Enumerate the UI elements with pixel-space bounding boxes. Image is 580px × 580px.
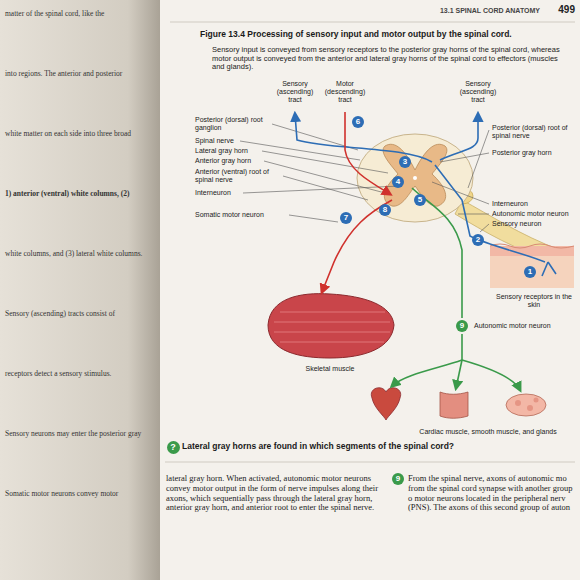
part-label: Sensory receptors in the skin	[494, 293, 574, 309]
callout-text: 4	[396, 178, 400, 186]
callout-text: 6	[356, 118, 360, 126]
left-page-text: Sensory (ascending) tracts consist of	[5, 310, 145, 319]
callout-text: 3	[403, 158, 407, 166]
part-label: Autonomic motor neuron	[492, 210, 576, 218]
part-label: Anterior gray horn	[195, 157, 275, 165]
callout-number: 9	[456, 320, 468, 332]
part-label: Interneuron	[195, 189, 275, 197]
part-label: Autonomic motor neuron	[474, 322, 574, 330]
callout-number: 9	[392, 473, 404, 485]
left-page-text: Somatic motor neurons convey motor	[5, 490, 145, 499]
left-page-text: 1) anterior (ventral) white columns, (2)	[5, 190, 145, 199]
part-label: Posterior gray horn	[492, 149, 574, 157]
callout-number: 3	[399, 156, 411, 168]
part-label: Posterior (dorsal) root of spinal nerve	[492, 124, 574, 140]
left-page-text: white columns, and (3) lateral white col…	[5, 250, 145, 259]
part-label: Anterior (ventral) root of spinal nerve	[195, 168, 281, 184]
part-label: Cardiac muscle, smooth muscle, and gland…	[400, 428, 576, 436]
callout-text: 2	[476, 236, 480, 244]
part-label: Lateral gray horn	[195, 147, 275, 155]
callout-text: 7	[344, 214, 348, 222]
figure-caption: Sensory input is conveyed from sensory r…	[212, 46, 572, 72]
figure-question: Lateral gray horns are found in which se…	[182, 442, 572, 452]
callout-number: 8	[379, 204, 391, 216]
callout-text: 5	[418, 196, 422, 204]
callout-text: 9	[396, 475, 400, 483]
left-page-text: into regions. The anterior and posterior	[5, 70, 145, 79]
left-page-text: white matter on each side into three bro…	[5, 130, 145, 139]
tract-label: Sensory (ascending) tract	[271, 80, 319, 104]
body-text: From the spinal nerve, axons of autonomi…	[408, 474, 574, 513]
callout-number: 4	[392, 176, 404, 188]
running-head: 13.1 SPINAL CORD ANATOMY	[420, 7, 540, 15]
left-page-text: Sensory neurons may enter the posterior …	[5, 430, 145, 439]
callout-number: 2	[472, 234, 484, 246]
callout-number: 6	[352, 116, 364, 128]
body-text: lateral gray horn. When activated, auton…	[166, 474, 384, 513]
callout-text: 8	[383, 206, 387, 214]
part-label: Interneuron	[492, 200, 574, 208]
callout-number: 5	[414, 194, 426, 206]
figure-title: Figure 13.4 Processing of sensory input …	[200, 30, 572, 40]
tract-label: Sensory (ascending) tract	[454, 80, 502, 104]
callout-text: 9	[460, 322, 464, 330]
left-page-text: matter of the spinal cord, like the	[5, 10, 145, 19]
page-number: 499	[545, 4, 575, 16]
callout-text: ?	[170, 443, 176, 452]
part-label: Spinal nerve	[195, 137, 275, 145]
tract-label: Motor (descending) tract	[321, 80, 369, 104]
part-label: Posterior (dorsal) root ganglion	[195, 116, 270, 132]
part-label: Sensory neuron	[492, 220, 574, 228]
part-label: Somatic motor neuron	[195, 211, 290, 219]
left-page-text: receptors detect a sensory stimulus.	[5, 370, 145, 379]
callout-text: 1	[528, 268, 532, 276]
callout-number: 7	[340, 212, 352, 224]
callout-number: 1	[524, 266, 536, 278]
part-label: Skeletal muscle	[290, 365, 370, 373]
callout-number: ?	[167, 441, 180, 454]
